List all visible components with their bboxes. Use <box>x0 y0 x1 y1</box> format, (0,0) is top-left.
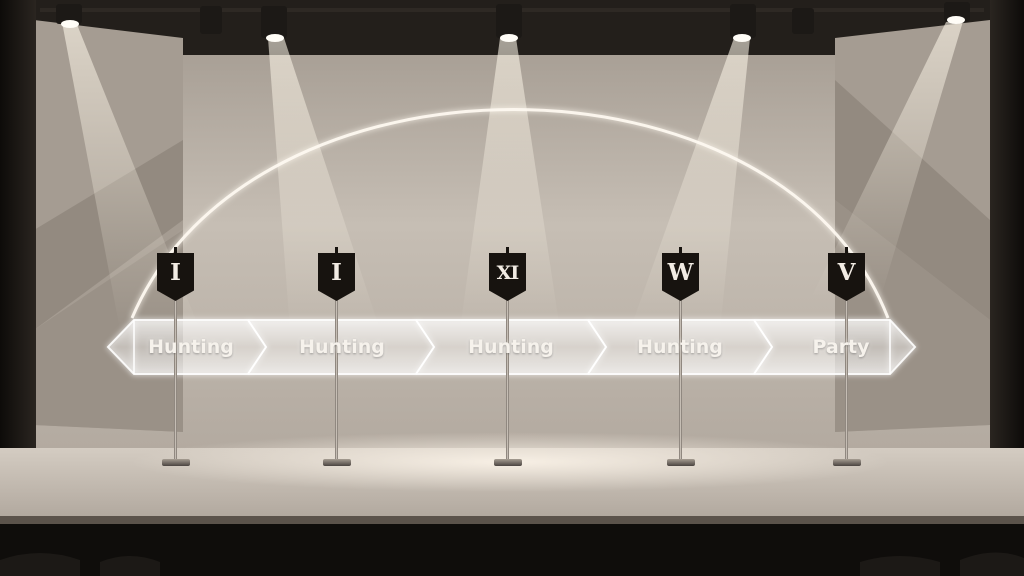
marker-pole <box>174 300 177 462</box>
marker-flag: V <box>828 253 865 301</box>
flag-tip <box>679 247 682 254</box>
marker-flag: XI <box>489 253 526 301</box>
marker-base <box>323 459 351 466</box>
marker-base <box>833 459 861 466</box>
stage-label-3: Hunting <box>468 336 554 358</box>
marker-flag: I <box>318 253 355 301</box>
flag-tip <box>845 247 848 254</box>
marker-base <box>667 459 695 466</box>
marker-pole <box>845 300 848 462</box>
flag-tip <box>506 247 509 254</box>
marker-pole <box>679 300 682 462</box>
marker-base <box>494 459 522 466</box>
stage-label-4: Hunting <box>637 336 723 358</box>
stage-label-1: Hunting <box>148 336 234 358</box>
flag-tip <box>174 247 177 254</box>
flag-tip <box>335 247 338 254</box>
marker-flag: W <box>662 253 699 301</box>
marker-pole <box>335 300 338 462</box>
stage-label-5: Party <box>812 336 870 358</box>
marker-pole <box>506 300 509 462</box>
marker-base <box>162 459 190 466</box>
marker-flag: I <box>157 253 194 301</box>
stage-label-2: Hunting <box>299 336 385 358</box>
